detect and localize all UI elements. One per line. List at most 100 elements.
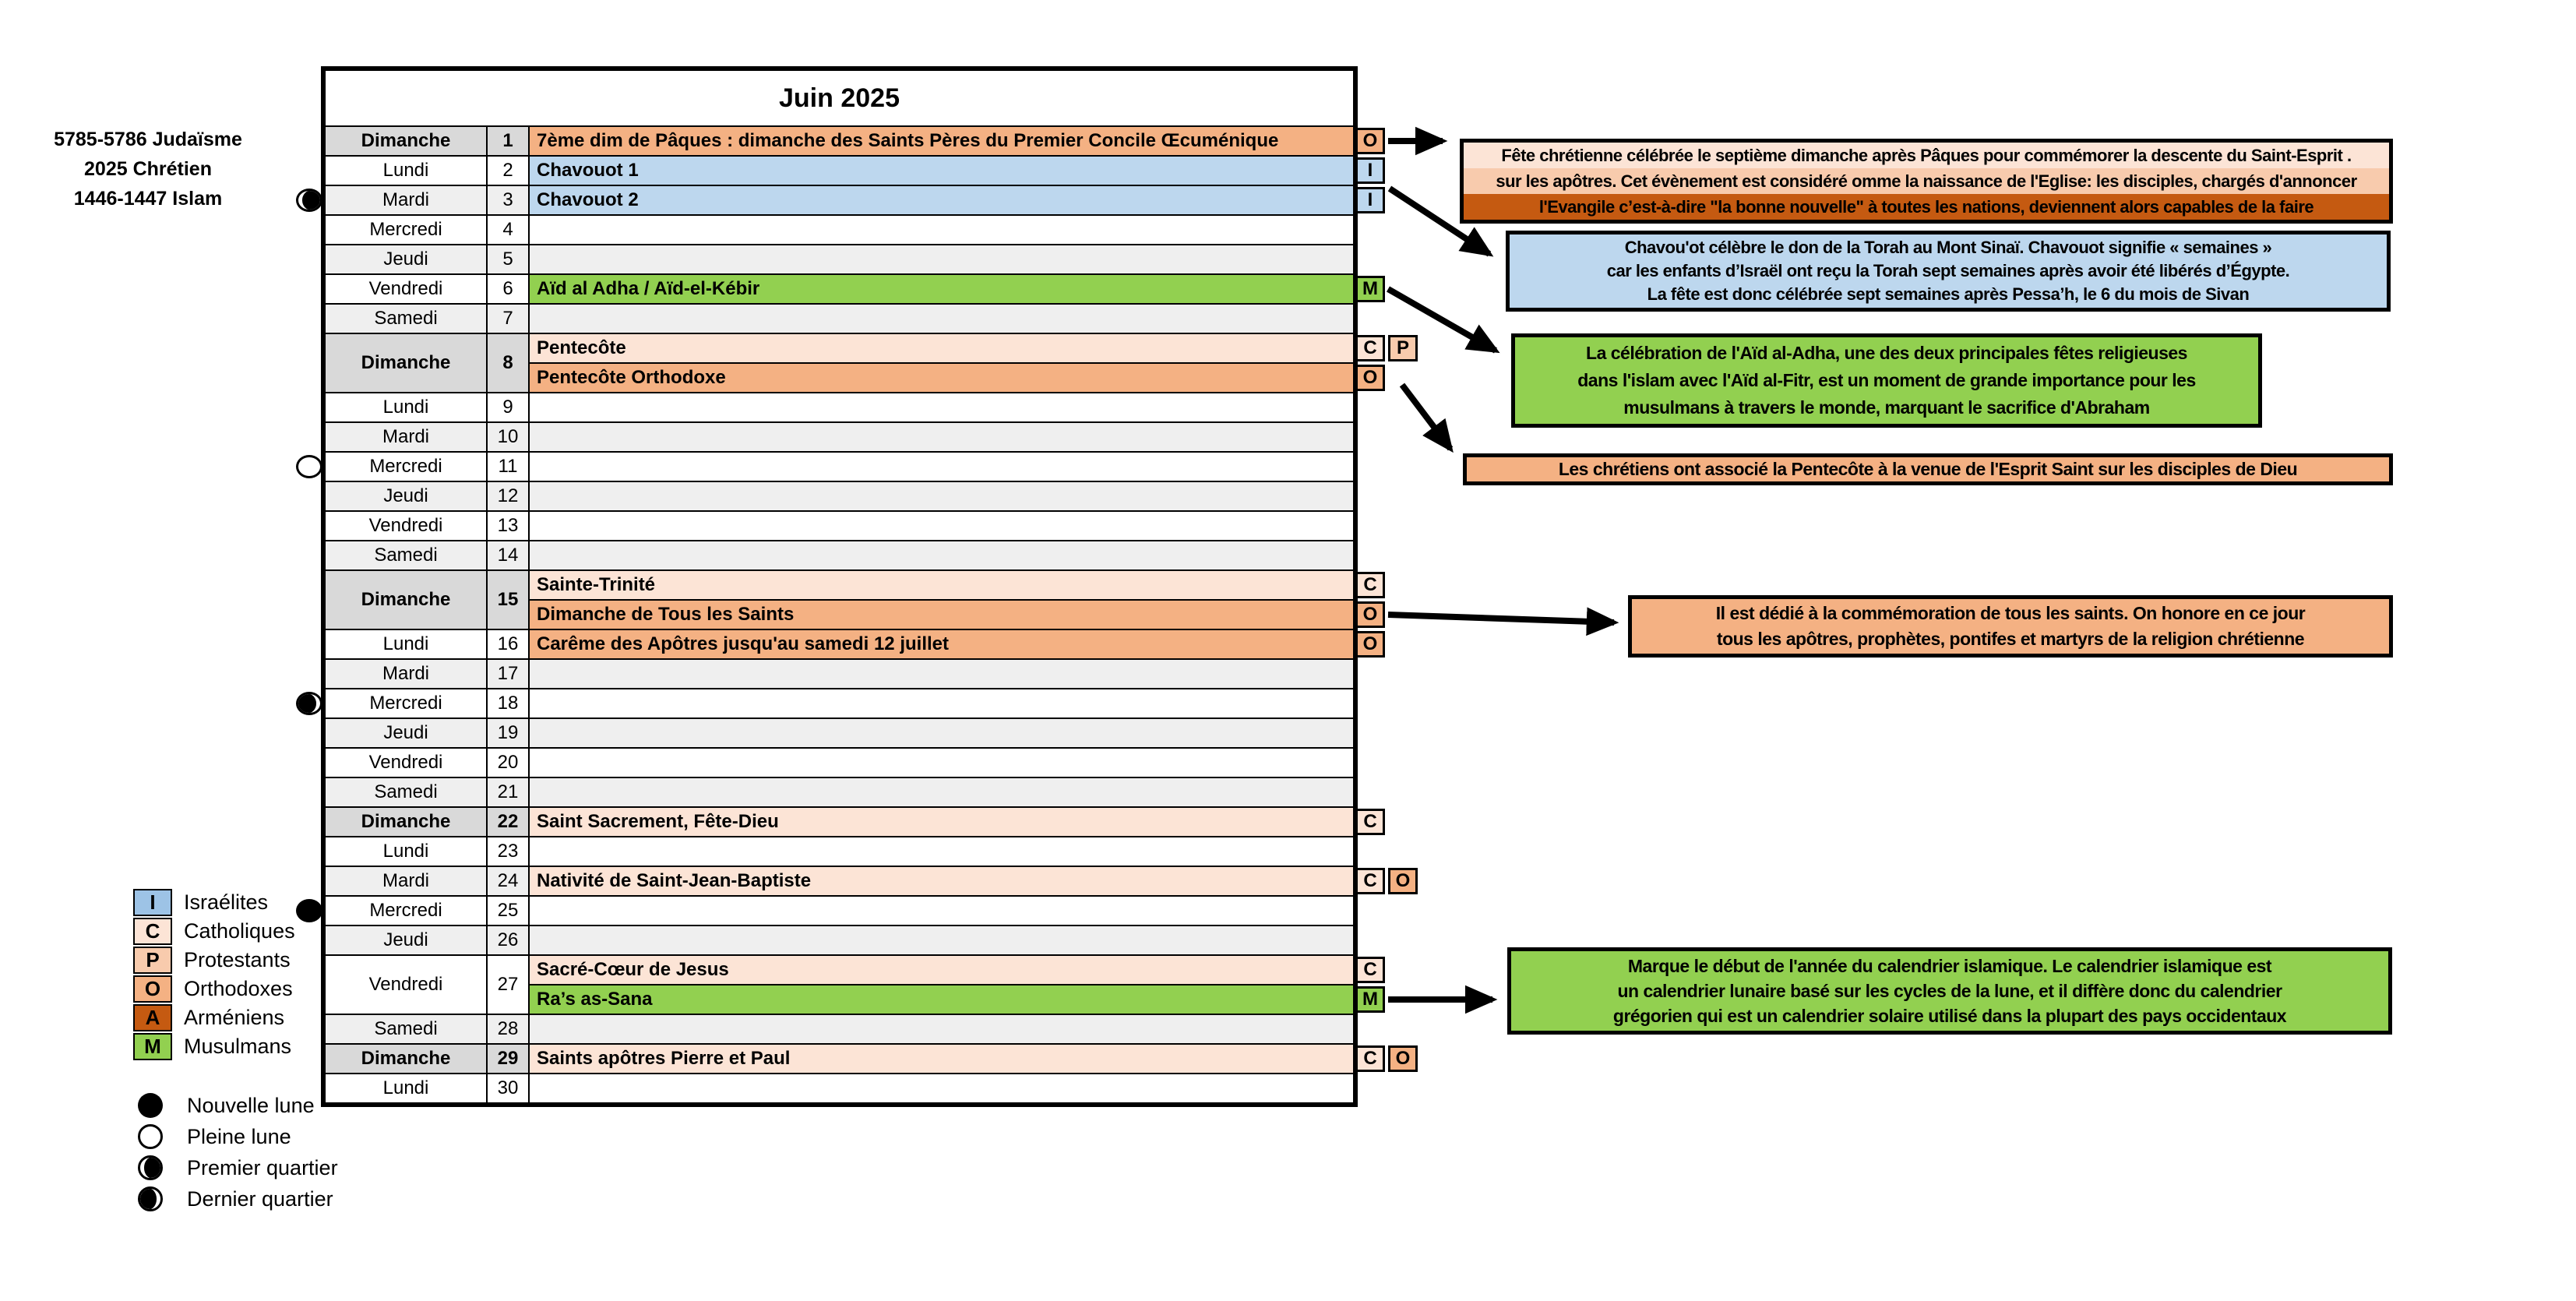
day-cell[interactable]: Dimanche bbox=[325, 807, 487, 837]
date-number-cell[interactable]: 25 bbox=[487, 896, 529, 926]
date-number-cell[interactable]: 27 bbox=[487, 955, 529, 1014]
date-number-cell[interactable]: 22 bbox=[487, 807, 529, 837]
event-cell[interactable] bbox=[529, 837, 1354, 866]
religion-badge-C[interactable]: C bbox=[1355, 1045, 1385, 1072]
event-cell[interactable]: Chavouot 2 bbox=[529, 185, 1354, 215]
day-cell[interactable]: Mercredi bbox=[325, 215, 487, 245]
date-number-cell[interactable]: 24 bbox=[487, 866, 529, 896]
date-number-cell[interactable]: 3 bbox=[487, 185, 529, 215]
event-cell[interactable]: Aïd al Adha / Aïd-el-Kébir bbox=[529, 274, 1354, 304]
date-number-cell[interactable]: 5 bbox=[487, 245, 529, 274]
religion-badge-C[interactable]: C bbox=[1355, 809, 1385, 835]
date-number-cell[interactable]: 15 bbox=[487, 570, 529, 629]
event-cell[interactable] bbox=[529, 245, 1354, 274]
day-cell[interactable]: Lundi bbox=[325, 837, 487, 866]
date-number-cell[interactable]: 18 bbox=[487, 689, 529, 718]
date-number-cell[interactable]: 14 bbox=[487, 541, 529, 570]
date-number-cell[interactable]: 16 bbox=[487, 629, 529, 659]
religion-badge-O[interactable]: O bbox=[1355, 601, 1385, 628]
day-cell[interactable]: Vendredi bbox=[325, 955, 487, 1014]
day-cell[interactable]: Jeudi bbox=[325, 481, 487, 511]
day-cell[interactable]: Jeudi bbox=[325, 926, 487, 955]
date-number-cell[interactable]: 28 bbox=[487, 1014, 529, 1044]
event-cell[interactable] bbox=[529, 215, 1354, 245]
date-number-cell[interactable]: 20 bbox=[487, 748, 529, 777]
event-cell[interactable] bbox=[529, 422, 1354, 452]
event-cell[interactable]: Ra’s as-Sana bbox=[529, 985, 1354, 1014]
event-cell[interactable]: Saints apôtres Pierre et Paul bbox=[529, 1044, 1354, 1074]
event-cell[interactable] bbox=[529, 689, 1354, 718]
event-cell[interactable]: Saint Sacrement, Fête-Dieu bbox=[529, 807, 1354, 837]
event-cell[interactable]: Nativité de Saint-Jean-Baptiste bbox=[529, 866, 1354, 896]
day-cell[interactable]: Samedi bbox=[325, 541, 487, 570]
religion-badge-O[interactable]: O bbox=[1355, 128, 1385, 154]
day-cell[interactable]: Lundi bbox=[325, 156, 487, 185]
religion-badge-C[interactable]: C bbox=[1355, 572, 1385, 598]
day-cell[interactable]: Mardi bbox=[325, 866, 487, 896]
day-cell[interactable]: Dimanche bbox=[325, 1044, 487, 1074]
event-cell[interactable] bbox=[529, 1014, 1354, 1044]
day-cell[interactable]: Dimanche bbox=[325, 126, 487, 156]
event-cell[interactable]: Sacré-Cœur de Jesus bbox=[529, 955, 1354, 985]
date-number-cell[interactable]: 11 bbox=[487, 452, 529, 481]
date-number-cell[interactable]: 21 bbox=[487, 777, 529, 807]
religion-badge-M[interactable]: M bbox=[1355, 986, 1385, 1013]
day-cell[interactable]: Vendredi bbox=[325, 511, 487, 541]
event-cell[interactable] bbox=[529, 481, 1354, 511]
day-cell[interactable]: Mercredi bbox=[325, 452, 487, 481]
event-cell[interactable] bbox=[529, 304, 1354, 333]
date-number-cell[interactable]: 23 bbox=[487, 837, 529, 866]
day-cell[interactable]: Mercredi bbox=[325, 689, 487, 718]
date-number-cell[interactable]: 6 bbox=[487, 274, 529, 304]
event-cell[interactable] bbox=[529, 511, 1354, 541]
event-cell[interactable] bbox=[529, 777, 1354, 807]
event-cell[interactable]: 7ème dim de Pâques : dimanche des Saints… bbox=[529, 126, 1354, 156]
religion-badge-O[interactable]: O bbox=[1355, 365, 1385, 391]
event-cell[interactable] bbox=[529, 718, 1354, 748]
event-cell[interactable]: Carême des Apôtres jusqu'au samedi 12 ju… bbox=[529, 629, 1354, 659]
date-number-cell[interactable]: 1 bbox=[487, 126, 529, 156]
date-number-cell[interactable]: 10 bbox=[487, 422, 529, 452]
event-cell[interactable] bbox=[529, 452, 1354, 481]
religion-badge-C[interactable]: C bbox=[1355, 335, 1385, 361]
day-cell[interactable]: Mardi bbox=[325, 659, 487, 689]
event-cell[interactable] bbox=[529, 541, 1354, 570]
event-cell[interactable]: Sainte-Trinité bbox=[529, 570, 1354, 600]
day-cell[interactable]: Lundi bbox=[325, 629, 487, 659]
date-number-cell[interactable]: 19 bbox=[487, 718, 529, 748]
event-cell[interactable] bbox=[529, 1074, 1354, 1103]
event-cell[interactable] bbox=[529, 926, 1354, 955]
religion-badge-O[interactable]: O bbox=[1388, 868, 1418, 894]
event-cell[interactable]: Pentecôte Orthodoxe bbox=[529, 363, 1354, 393]
event-cell[interactable] bbox=[529, 896, 1354, 926]
date-number-cell[interactable]: 13 bbox=[487, 511, 529, 541]
day-cell[interactable]: Lundi bbox=[325, 1074, 487, 1103]
day-cell[interactable]: Vendredi bbox=[325, 748, 487, 777]
day-cell[interactable]: Vendredi bbox=[325, 274, 487, 304]
religion-badge-C[interactable]: C bbox=[1355, 957, 1385, 983]
day-cell[interactable]: Mardi bbox=[325, 422, 487, 452]
day-cell[interactable]: Jeudi bbox=[325, 245, 487, 274]
date-number-cell[interactable]: 7 bbox=[487, 304, 529, 333]
date-number-cell[interactable]: 29 bbox=[487, 1044, 529, 1074]
day-cell[interactable]: Samedi bbox=[325, 777, 487, 807]
religion-badge-O[interactable]: O bbox=[1355, 631, 1385, 658]
religion-badge-O[interactable]: O bbox=[1388, 1045, 1418, 1072]
day-cell[interactable]: Lundi bbox=[325, 393, 487, 422]
religion-badge-I[interactable]: I bbox=[1355, 157, 1385, 184]
event-cell[interactable] bbox=[529, 393, 1354, 422]
date-number-cell[interactable]: 4 bbox=[487, 215, 529, 245]
date-number-cell[interactable]: 30 bbox=[487, 1074, 529, 1103]
day-cell[interactable]: Samedi bbox=[325, 304, 487, 333]
date-number-cell[interactable]: 2 bbox=[487, 156, 529, 185]
religion-badge-M[interactable]: M bbox=[1355, 276, 1385, 302]
date-number-cell[interactable]: 12 bbox=[487, 481, 529, 511]
date-number-cell[interactable]: 17 bbox=[487, 659, 529, 689]
date-number-cell[interactable]: 26 bbox=[487, 926, 529, 955]
religion-badge-P[interactable]: P bbox=[1388, 335, 1418, 361]
event-cell[interactable]: Pentecôte bbox=[529, 333, 1354, 363]
day-cell[interactable]: Dimanche bbox=[325, 570, 487, 629]
day-cell[interactable]: Jeudi bbox=[325, 718, 487, 748]
day-cell[interactable]: Mardi bbox=[325, 185, 487, 215]
date-number-cell[interactable]: 8 bbox=[487, 333, 529, 393]
